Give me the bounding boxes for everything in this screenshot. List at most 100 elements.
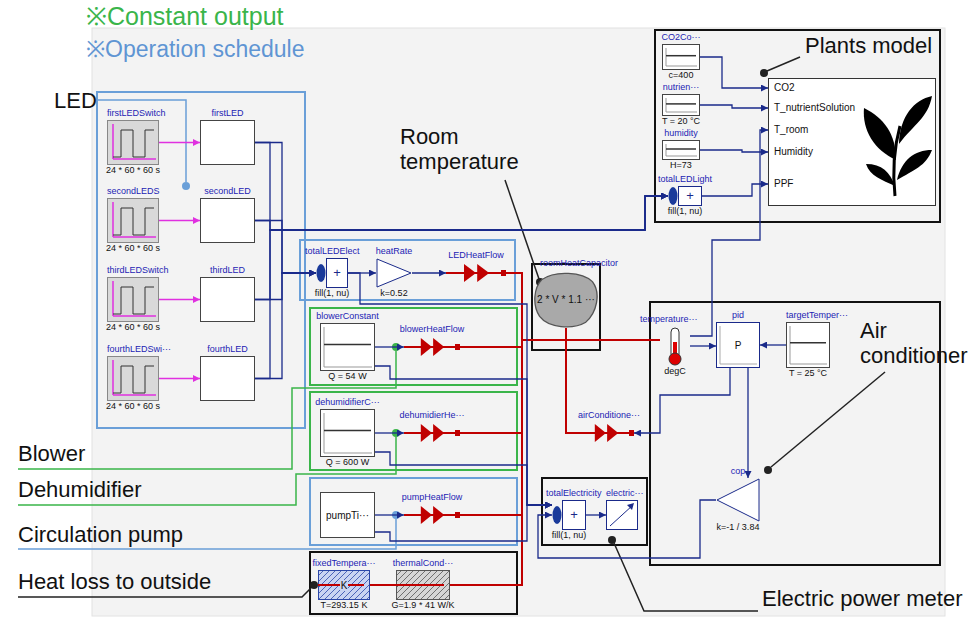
block-name: LEDHeatFlow xyxy=(448,251,504,261)
block-name: dehumidierHe··· xyxy=(399,411,464,421)
callout-label: Heat loss to outside xyxy=(18,569,211,594)
model-block: firstLED xyxy=(200,120,255,165)
block-icon xyxy=(396,570,450,600)
temperature-sensor: temperature···degC xyxy=(660,326,690,366)
pulse-source-block: fourthLEDSwi···24 * 60 * 60 s xyxy=(107,356,159,401)
sum-block: totalLEDLight+fill(1, nu) xyxy=(668,186,702,206)
block-name: secondLED xyxy=(204,187,251,197)
signal-connector xyxy=(634,368,730,433)
signal-connector xyxy=(375,505,552,541)
heat-connector xyxy=(450,328,566,585)
parameter-text: T = 20 °C xyxy=(662,117,700,127)
constant-block: CO2Co···c=400 xyxy=(662,44,700,70)
parameter-text: fill(1, nu) xyxy=(552,531,587,541)
parameter-text: P xyxy=(735,340,742,351)
block-icon xyxy=(578,422,634,444)
parameter-text: k=0.52 xyxy=(380,289,407,299)
model-block: fourthLED xyxy=(200,356,255,401)
callout-label: Blower xyxy=(18,441,85,466)
signal-connector xyxy=(159,299,200,300)
model-block: secondLED xyxy=(200,198,255,243)
callout-label: Air conditioner xyxy=(860,318,976,369)
signal-connector xyxy=(255,273,316,379)
signal-connector xyxy=(702,184,768,196)
block-name: targetTemper··· xyxy=(786,311,848,321)
gain-block: copk=-1 / 3.84 xyxy=(716,478,760,522)
callout-label: Electric power meter xyxy=(762,586,963,611)
block-name: CO2Co··· xyxy=(662,33,701,43)
signal-connector xyxy=(586,514,606,515)
heat-connector xyxy=(460,328,566,515)
diagram-canvas xyxy=(92,28,945,616)
block-icon xyxy=(107,198,159,243)
port-label: Humidity xyxy=(774,146,813,157)
block-icon xyxy=(446,262,506,284)
heat-flow-source: airConditione··· xyxy=(578,422,634,444)
signal-connector xyxy=(412,272,446,273)
parameter-text: 24 * 60 * 60 s xyxy=(106,402,160,412)
block-name: totalLEDElect xyxy=(305,247,360,257)
heat-flow-source: blowerHeatFlow xyxy=(404,336,460,358)
block-icon xyxy=(660,326,690,366)
leader-line xyxy=(767,57,800,71)
signal-connector xyxy=(159,142,200,143)
parameter-text: + xyxy=(333,266,341,280)
signal-connector xyxy=(760,344,786,345)
signal-connector xyxy=(700,57,768,88)
signal-connector xyxy=(255,196,668,379)
block-icon xyxy=(786,322,830,368)
model-block: thirdLED xyxy=(200,277,255,322)
sum-block: totalLEDElect+fill(1, nu) xyxy=(316,258,348,288)
leader-dot xyxy=(764,466,772,474)
block-name: secondLEDS xyxy=(107,187,160,197)
parameter-text: 2 * V * 1.1 ··· xyxy=(537,294,595,305)
block-icon xyxy=(662,44,700,70)
signal-connector xyxy=(375,452,552,505)
parameter-text: 24 * 60 * 60 s xyxy=(106,323,160,333)
signal-connector xyxy=(348,273,552,505)
block-name: fourthLEDSwi··· xyxy=(107,345,171,355)
block-name: fourthLED xyxy=(207,345,248,355)
block-name: firstLED xyxy=(211,109,243,119)
model-block: pumpTi··· xyxy=(320,492,375,538)
block-name: dehumidifierC··· xyxy=(315,398,380,408)
block-icon xyxy=(668,186,702,206)
parameter-text: Q = 600 W xyxy=(326,458,369,468)
leader-line xyxy=(771,372,885,467)
parameter-text: T = 25 °C xyxy=(789,369,827,379)
parameter-text: + xyxy=(686,189,694,203)
parameter-text: k=-1 / 3.84 xyxy=(717,523,760,533)
signal-connector xyxy=(375,346,404,347)
signal-connector xyxy=(375,514,404,515)
gain-block: heatRatek=0.52 xyxy=(376,258,412,288)
block-name: cop xyxy=(731,467,746,477)
block-name: fixedTempera··· xyxy=(312,559,375,569)
block-icon xyxy=(716,478,760,522)
port-label: T_room xyxy=(774,124,808,135)
block-name: totalLEDLight xyxy=(658,175,712,185)
sum-block: totalElectricity+fill(1, nu) xyxy=(552,500,586,530)
constant-block: targetTemper···T = 25 °C xyxy=(786,322,830,368)
block-icon xyxy=(316,258,348,288)
signal-connector xyxy=(690,345,716,346)
leader-line xyxy=(614,543,758,611)
block-icon xyxy=(404,336,460,358)
leader-dot xyxy=(310,581,318,589)
block-name: firstLEDSwitch xyxy=(107,109,166,119)
block-name: electric··· xyxy=(606,489,644,499)
parameter-text: G=1.9 * 41 W/K xyxy=(392,601,455,611)
schedule-frame xyxy=(310,478,517,545)
heat-connector xyxy=(566,328,660,340)
parameter-text: H=73 xyxy=(670,161,692,171)
parameter-text: Q = 54 W xyxy=(328,372,366,382)
fixed-temperature-block: fixedTempera···T=293.15 KK xyxy=(318,570,370,600)
group-frame xyxy=(310,552,517,614)
callout-label: Plants model xyxy=(805,33,932,58)
leader-dot xyxy=(608,536,616,544)
signal-connector xyxy=(375,432,404,433)
group-frame xyxy=(542,478,647,545)
parameter-text: pumpTi··· xyxy=(326,510,369,521)
group-frame xyxy=(655,30,940,222)
signal-connector xyxy=(255,196,668,300)
block-name: thirdLEDSwitch xyxy=(107,266,169,276)
